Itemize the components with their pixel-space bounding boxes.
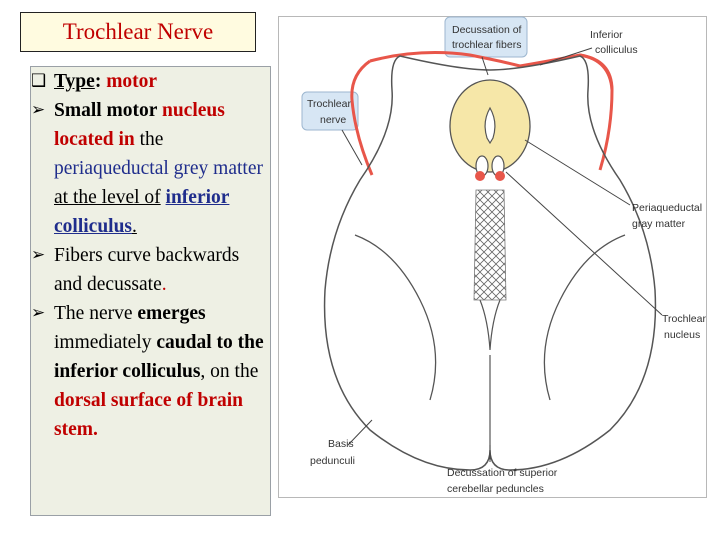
label-basis-2: pedunculi [310,455,355,467]
label-colliculus-1: Inferior [590,29,623,41]
b3-on-the: , on the [200,361,259,382]
b1-nucleus: nucleus [161,100,225,121]
b1-colliculus: inferior colliculus [54,187,230,237]
leader-basis [347,419,373,446]
arrow-bullet-icon: ➢ [31,245,46,265]
label-sup-cerebellar-1: Decussation of superior [447,467,558,479]
nucleus-dot-right [495,171,505,181]
label-decussation-1: Decussation of [452,24,522,36]
b2-period: . [161,274,167,295]
leader-periaqueductal [524,139,631,206]
label-trochlear-nucleus-1: Trochlear [662,313,706,325]
leader-decussation [481,56,489,76]
b3-dorsal: dorsal surface of brain stem. [54,390,244,440]
type-value: motor [106,71,158,92]
right-trochlear-fibers [369,51,614,171]
label-trochlear-nucleus-2: nucleus [664,329,700,341]
cerebral-aqueduct [484,106,496,145]
label-basis-1: Basis [328,438,354,450]
right-fiber-arc [579,53,614,91]
type-colon: : [94,71,102,92]
bullet-panel: ❑ Type: motor ➢ Small motor nucleus loca… [30,66,271,516]
bullet-nucleus: ➢ Small motor nucleus located in the per… [31,96,270,241]
b2-text: Fibers curve backwards and decussate [54,245,240,295]
label-colliculus-2: colliculus [595,44,638,56]
slide-title: Trochlear Nerve [20,12,256,52]
arrow-bullet-icon: ➢ [31,100,46,120]
label-box-trochlear-nerve [301,91,359,131]
label-periaqueductal-1: Periaqueductal [632,202,702,214]
right-inner-contour [543,234,626,401]
bullet-emerges: ➢ The nerve emerges immediately caudal t… [31,299,270,444]
b3-caudal: caudal to the inferior colliculus [54,332,264,382]
b1-period: . [132,216,137,237]
sup-cerebellar-decussation [473,189,507,301]
leader-colliculus [539,47,593,66]
label-box-decussation [444,16,528,58]
b1-level: at the level of [54,187,161,208]
nucleus-dot-left [475,171,485,181]
label-sup-cerebellar-2: cerebellar peduncles [447,483,544,495]
left-inner-contour [354,234,437,401]
b1-located: located in [54,129,140,150]
b1-periaqueductal: periaqueductal grey matter [54,158,263,179]
b1-the: the [139,129,164,150]
b3-text: The nerve [54,303,138,324]
label-periaqueductal-2: gray matter [632,218,686,230]
label-decussation-2: trochlear fibers [452,39,521,51]
b1-text: Small motor [54,100,162,121]
midbrain-outline [323,55,657,471]
left-trochlear-nerve [350,59,374,176]
arrow-bullet-icon: ➢ [31,303,46,323]
bullet-type: ❑ Type: motor [31,67,270,96]
b3-immediately: immediately [54,332,157,353]
label-trochlear-nerve-2: nerve [320,114,346,126]
bullet-fibers: ➢ Fibers curve backwards and decussate. [31,241,270,299]
label-trochlear-nerve-1: Trochlear [307,98,351,110]
bullet-list: ❑ Type: motor ➢ Small motor nucleus loca… [31,67,270,444]
type-label: Type [54,71,95,92]
slide-title-text: Trochlear Nerve [62,19,214,44]
leader-trochlear-nucleus [505,171,663,316]
leader-trochlear-nerve [341,129,363,166]
checkbox-bullet-icon: ❑ [31,71,47,91]
midline-contour [479,299,501,351]
b3-emerges: emerges [137,303,206,324]
